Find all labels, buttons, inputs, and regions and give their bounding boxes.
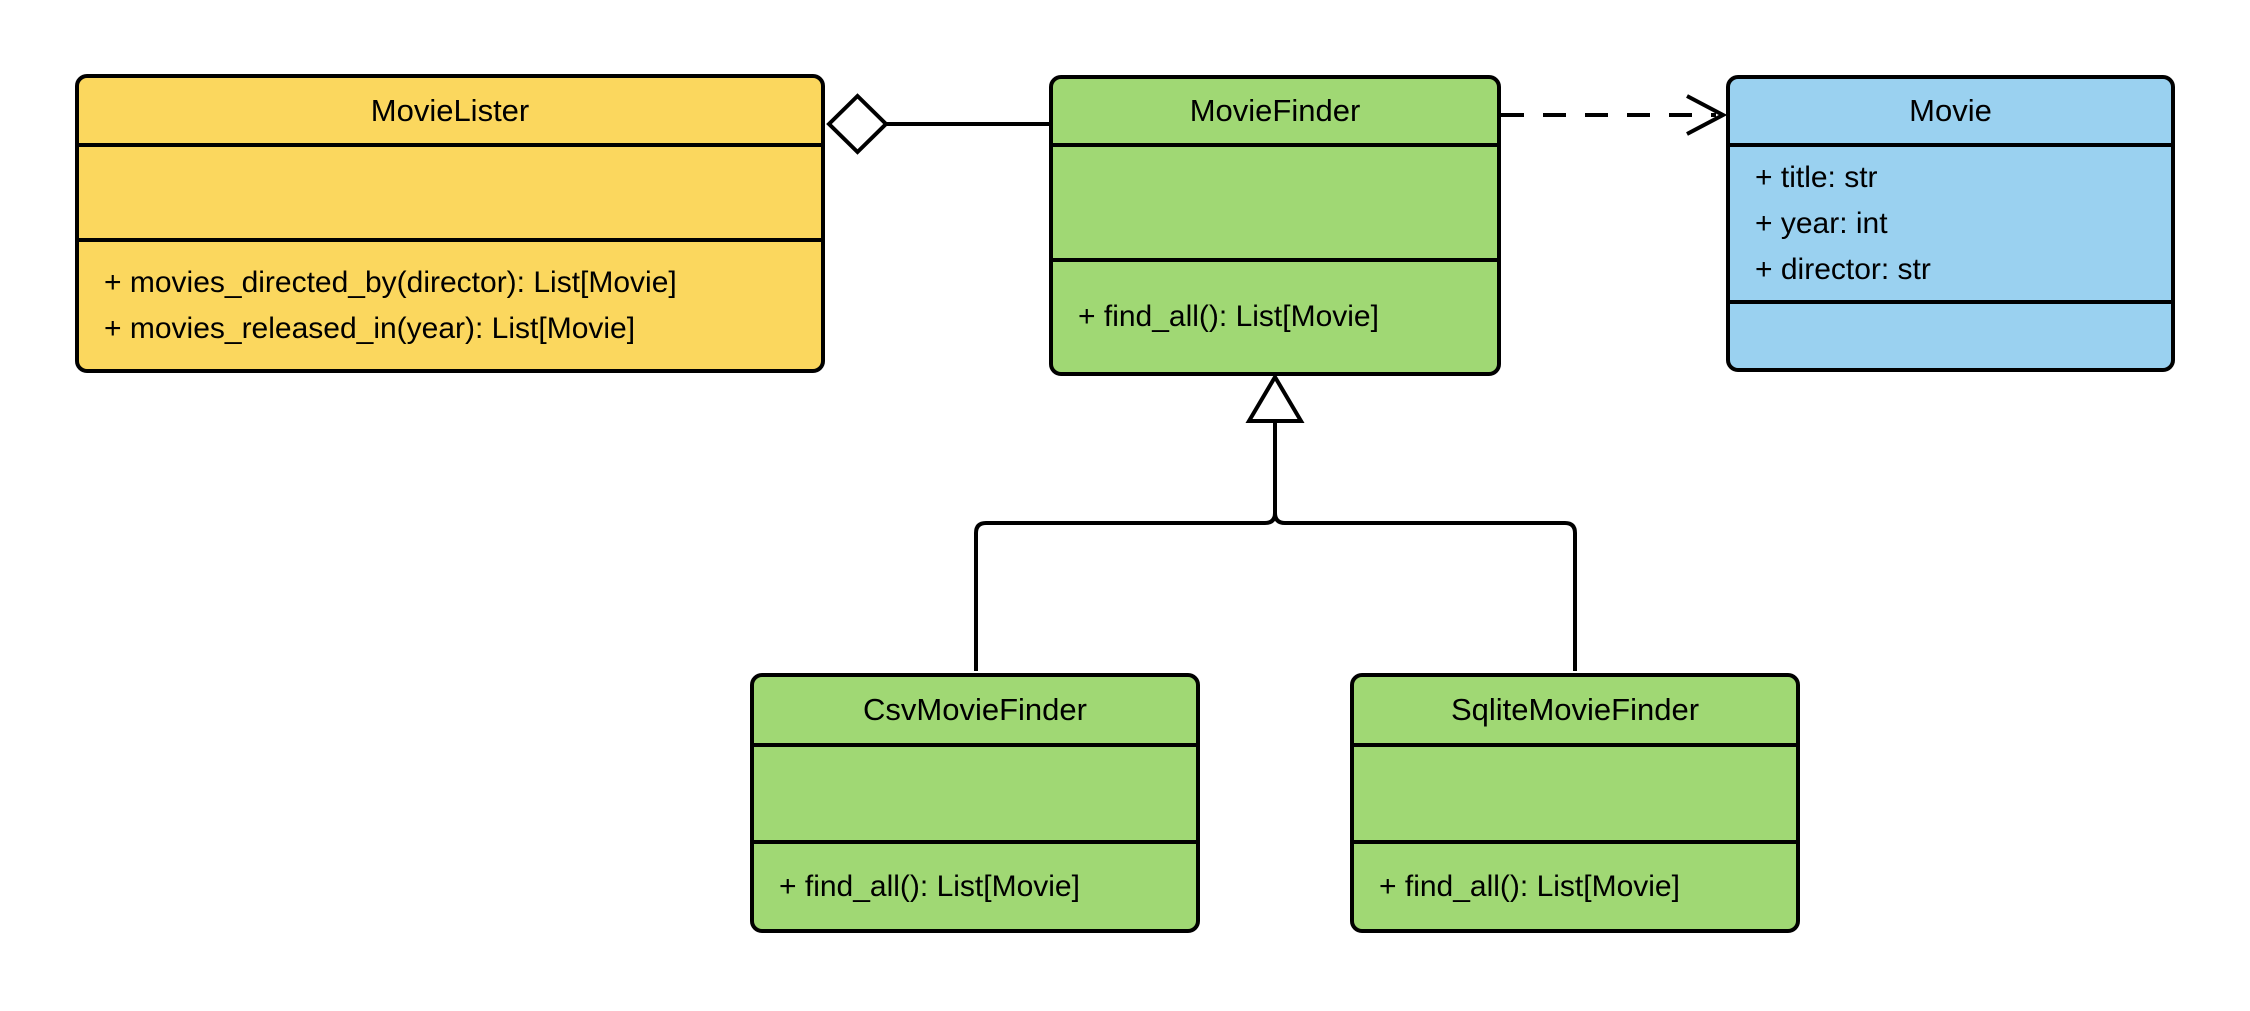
dependency-connector: [1501, 94, 1728, 136]
title-compartment: SqliteMovieFinder: [1354, 677, 1796, 743]
method-item: + find_all(): List[Movie]: [779, 869, 1080, 903]
method-item: + movies_directed_by(director): List[Mov…: [104, 265, 677, 299]
attributes-compartment: + title: str + year: int + director: str: [1730, 143, 2171, 300]
methods-compartment: [1730, 300, 2171, 368]
attributes-compartment: [754, 743, 1196, 840]
class-name: MovieLister: [370, 92, 530, 128]
methods-compartment: + movies_directed_by(director): List[Mov…: [79, 238, 821, 369]
method-item: + movies_released_in(year): List[Movie]: [104, 311, 636, 345]
class-sqlitemoviefinder: SqliteMovieFinder + find_all(): List[Mov…: [1350, 673, 1800, 933]
hollow-diamond-marker: [826, 93, 889, 155]
class-movielister: MovieLister + movies_directed_by(directo…: [75, 74, 825, 373]
class-name: CsvMovieFinder: [863, 692, 1087, 727]
methods-compartment: + find_all(): List[Movie]: [1354, 840, 1796, 929]
title-compartment: MovieLister: [79, 78, 821, 143]
inheritance-connector: [974, 373, 1577, 671]
hollow-triangle-marker: [1245, 373, 1305, 423]
methods-compartment: + find_all(): List[Movie]: [754, 840, 1196, 929]
method-item: + find_all(): List[Movie]: [1078, 300, 1379, 333]
title-compartment: Movie: [1730, 79, 2171, 143]
class-name: MovieFinder: [1189, 93, 1361, 128]
inheritance-branch-right-line: [1273, 512, 1577, 671]
attribute-item: + title: str: [1755, 160, 1878, 194]
methods-compartment: + find_all(): List[Movie]: [1053, 258, 1497, 372]
class-name: Movie: [1909, 93, 1992, 128]
title-compartment: CsvMovieFinder: [754, 677, 1196, 743]
attributes-compartment: [1354, 743, 1796, 840]
class-name: SqliteMovieFinder: [1450, 692, 1700, 727]
attributes-compartment: [79, 143, 821, 238]
attributes-compartment: [1053, 143, 1497, 258]
inheritance-branch-left-line: [974, 512, 1277, 671]
attribute-item: + year: int: [1755, 206, 1888, 240]
class-csvmoviefinder: CsvMovieFinder + find_all(): List[Movie]: [750, 673, 1200, 933]
method-item: + find_all(): List[Movie]: [1379, 869, 1680, 903]
class-movie: Movie + title: str + year: int + directo…: [1726, 75, 2175, 372]
open-arrowhead-marker: [1686, 94, 1728, 136]
aggregation-connector: [826, 93, 1051, 155]
attribute-item: + director: str: [1755, 252, 1931, 286]
class-moviefinder: MovieFinder + find_all(): List[Movie]: [1049, 75, 1501, 376]
title-compartment: MovieFinder: [1053, 79, 1497, 143]
